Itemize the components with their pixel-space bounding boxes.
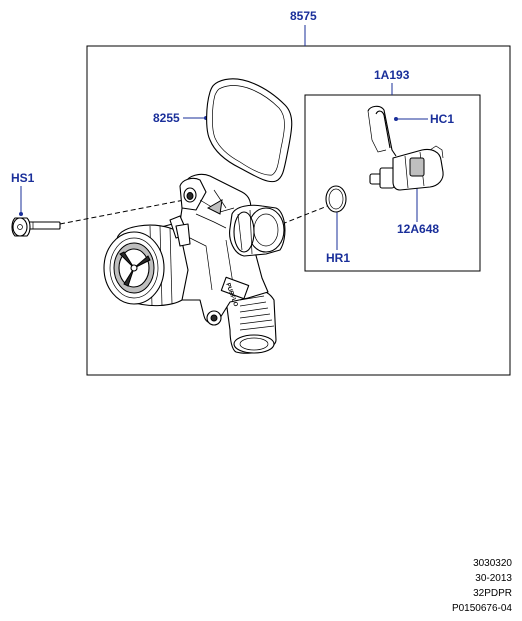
assembly-frame bbox=[86, 45, 511, 376]
oring-alignment-line bbox=[281, 204, 331, 225]
bolt-alignment-line bbox=[59, 199, 185, 225]
reference-line-1: 3030320 bbox=[473, 558, 512, 569]
leader-dot-hc1 bbox=[394, 117, 398, 121]
reference-line-2: 30-2013 bbox=[475, 573, 512, 584]
callout-hc1[interactable]: HC1 bbox=[430, 112, 454, 126]
retaining-clip-hc1 bbox=[367, 105, 397, 157]
oring-hr1 bbox=[325, 185, 347, 213]
temperature-sensor-12a648 bbox=[369, 145, 444, 191]
callout-8255[interactable]: 8255 bbox=[153, 111, 180, 125]
callout-hs1[interactable]: HS1 bbox=[11, 171, 35, 185]
drawing-reference-block: 3030320 30-2013 32PDPR P0150676-04 bbox=[452, 556, 512, 616]
reference-line-4: P0150676-04 bbox=[451, 603, 512, 614]
reference-line-3: 32PDPR bbox=[473, 588, 512, 599]
callout-1a193[interactable]: 1A193 bbox=[374, 68, 410, 82]
bolt-hs1 bbox=[11, 217, 61, 237]
thermostat-housing: PURFLO bbox=[103, 173, 286, 354]
gasket-8255 bbox=[206, 78, 293, 183]
leader-dot-hs1 bbox=[19, 212, 23, 216]
callout-12a648[interactable]: 12A648 bbox=[397, 222, 439, 236]
callout-hr1[interactable]: HR1 bbox=[326, 251, 350, 265]
callout-8575[interactable]: 8575 bbox=[290, 9, 317, 23]
